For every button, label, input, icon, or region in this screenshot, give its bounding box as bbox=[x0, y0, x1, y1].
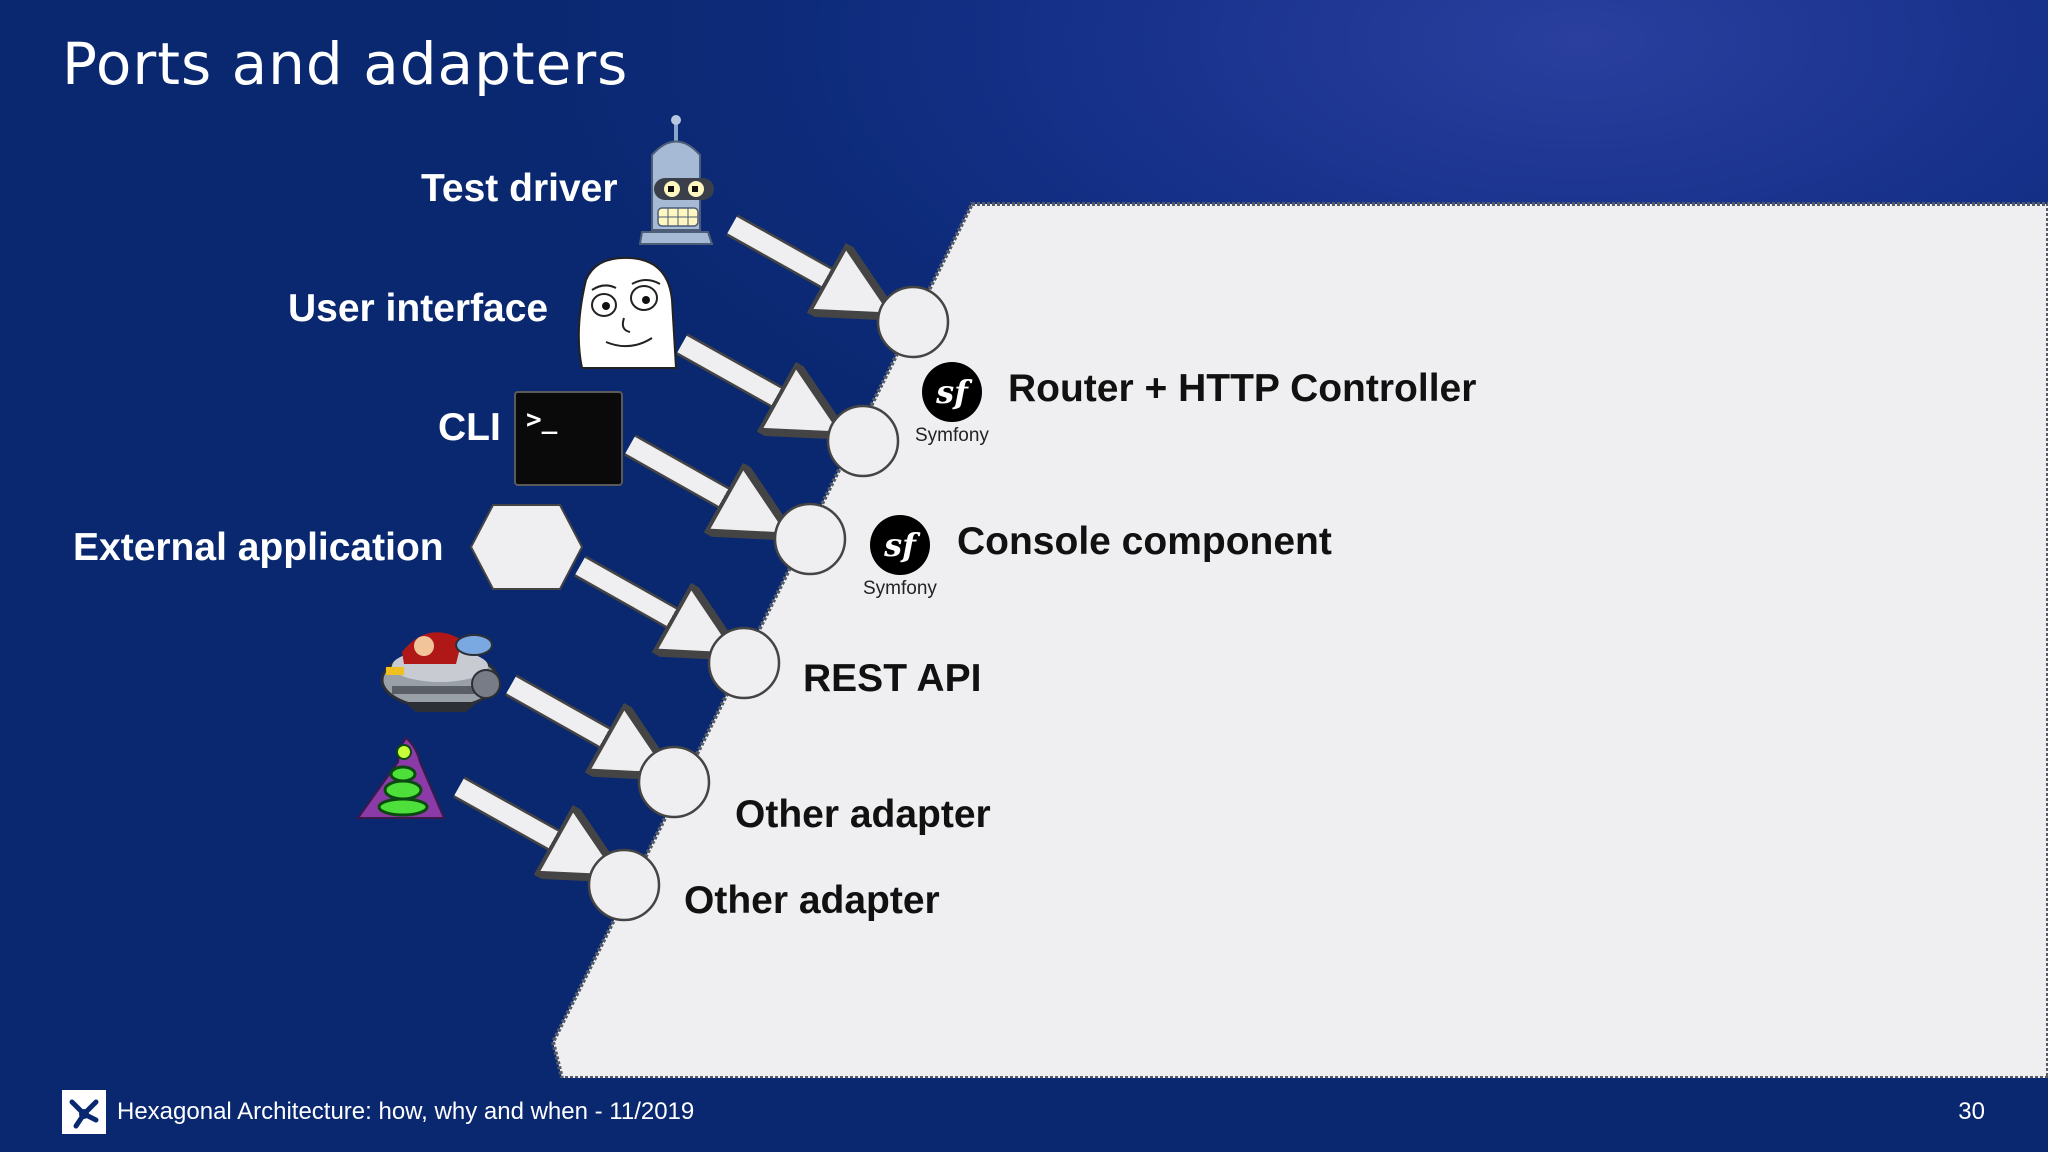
purple-tentacle-icon bbox=[356, 736, 446, 819]
footer: Hexagonal Architecture: how, why and whe… bbox=[0, 1078, 2048, 1152]
meme-face-icon bbox=[577, 256, 678, 369]
test-driver-label: Test driver bbox=[421, 167, 618, 210]
hexagon-icon bbox=[469, 504, 584, 590]
page-number: 30 bbox=[1958, 1098, 1985, 1125]
port-label-other-adapter: Other adapter bbox=[735, 793, 991, 836]
port-circle bbox=[707, 626, 781, 700]
external-application-label: External application bbox=[73, 526, 444, 569]
hovercraft-sprite-icon bbox=[380, 632, 501, 712]
port-circle bbox=[637, 745, 711, 819]
user-interface-label: User interface bbox=[288, 287, 549, 330]
port-label-other-adapter: Other adapter bbox=[684, 879, 940, 922]
application-area bbox=[550, 202, 2048, 1078]
port-label-console: Console component bbox=[957, 520, 1332, 563]
cli-label: CLI bbox=[438, 406, 501, 449]
symfony-caption: Symfony bbox=[915, 425, 989, 446]
ports bbox=[587, 285, 950, 922]
company-logo-icon bbox=[62, 1090, 106, 1134]
slide-title: Ports and adapters bbox=[62, 30, 629, 98]
port-circle bbox=[826, 404, 900, 478]
arrows bbox=[453, 214, 882, 871]
footer-text: Hexagonal Architecture: how, why and whe… bbox=[117, 1098, 695, 1125]
port-circle bbox=[773, 502, 847, 576]
terminal-icon: >_ bbox=[514, 391, 623, 486]
port-circle bbox=[876, 285, 950, 359]
port-circle bbox=[587, 848, 661, 922]
robot-icon bbox=[638, 115, 714, 245]
symfony-logo: sf bbox=[870, 515, 930, 575]
port-label-rest-api: REST API bbox=[803, 657, 982, 700]
symfony-caption: Symfony bbox=[863, 578, 937, 599]
hexagon-diagram: >_ bbox=[356, 115, 2048, 1078]
port-label-router-http: Router + HTTP Controller bbox=[1008, 367, 1477, 410]
svg-text:>_: >_ bbox=[526, 405, 558, 435]
symfony-logo: sf bbox=[922, 362, 982, 422]
